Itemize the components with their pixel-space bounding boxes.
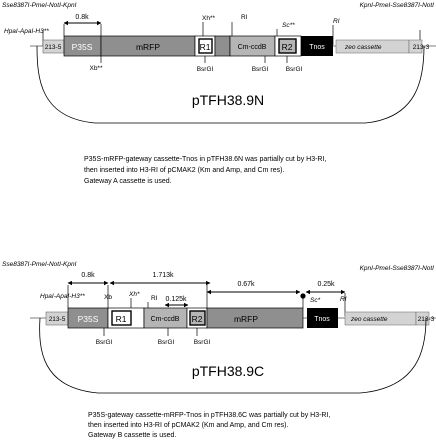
a-bsrgi-3: BsrGI: [286, 66, 303, 73]
b-dist-0-125k: 0.125k: [165, 296, 187, 303]
b-site-sc: Sc*: [310, 297, 321, 304]
a-seg-p35s-label: P35S: [72, 42, 93, 52]
b-seg-r1-label: R1: [116, 314, 127, 324]
b-site-xh: Xh*: [128, 291, 140, 298]
b-seg-p35s-label: P35S: [78, 314, 99, 324]
a-seg-213-5-label: 213-5: [45, 44, 62, 51]
a-plasmid-name: pTFH38.9N: [192, 92, 264, 108]
b-caption-line-2: then inserted into H3-RI of pCMAK2 (Km a…: [88, 422, 288, 429]
b-seg-mrfp: [206, 307, 304, 329]
construct-a-map: Sse8387I-PmeI-NotI-KpnI KpnI-PmeI-Sse838…: [2, 2, 436, 124]
a-bsrgi-2: BsrGI: [252, 66, 269, 73]
b-seg-mrfp-label: mRFP: [234, 314, 258, 324]
b-site-ri-right: RI: [340, 296, 347, 303]
b-plasmid-loop: [39, 317, 427, 394]
a-caption-line-1: P35S-mRFP-gateway cassette-Tnos in pTFH3…: [84, 156, 326, 163]
a-seg-r2-label: R2: [282, 42, 293, 52]
a-seg-gap: [214, 35, 231, 57]
a-seg-r1: [198, 38, 213, 54]
a-site-right-top: KpnI-PmeI-Sse8387I-NotI: [360, 2, 435, 9]
b-site-left-top: Sse8387I-PmeI-NotI-KpnI: [2, 261, 77, 268]
b-site-right-top: KpnI-PmeI-Sse8387I-NotI: [360, 265, 435, 272]
b-seg-zeo-label: zeo cassette: [350, 316, 388, 323]
construct-b-map: Sse8387I-PmeI-NotI-KpnI KpnI-PmeI-Sse838…: [2, 261, 436, 394]
a-bsrgi-1: BsrGI: [197, 66, 214, 73]
a-dist-0-8k: 0.8k: [75, 14, 89, 21]
b-bsrgi-2: BsrGI: [158, 339, 175, 346]
b-dist-0-25k: 0.25k: [317, 281, 335, 288]
a-site-left-top: Sse8387I-PmeI-NotI-KpnI: [2, 2, 77, 9]
b-seg-r2: [189, 310, 206, 326]
construct-b-caption: P35S-gateway cassette-mRFP-Tnos in pTFH3…: [88, 412, 330, 439]
a-seg-r1-label: R1: [200, 42, 211, 52]
b-seg-r1: [111, 310, 132, 326]
a-seg-tnos-label: Tnos: [309, 44, 325, 51]
a-site-xh: Xh**: [202, 15, 215, 22]
a-site-ri-right: RI: [333, 18, 340, 25]
b-site-left-mid: HpaI-ApaI-H3**: [40, 293, 85, 300]
a-site-sc: Sc**: [282, 22, 295, 29]
a-caption-line-3: Gateway A cassette is used.: [84, 178, 172, 185]
a-seg-cm-ccdb-label: Cm-ccdB: [238, 44, 267, 51]
a-seg-r2: [278, 38, 297, 54]
b-dist-1-713k: 1.713k: [152, 272, 174, 279]
a-site-left-mid: HpaI-ApaI-H3**: [4, 28, 49, 35]
b-site-ri-mid: RI: [151, 295, 158, 302]
b-bsrgi-3: BsrGI: [194, 339, 211, 346]
a-plasmid-loop: [36, 45, 425, 124]
b-seg-tnos-label: Tnos: [314, 316, 330, 323]
b-seg-tnos: [307, 308, 338, 328]
a-seg-mrfp-label: mRFP: [136, 42, 160, 52]
b-dist-0-67k: 0.67k: [237, 281, 255, 288]
b-seg-r2-label: R2: [192, 314, 203, 324]
a-seg-213-3-label: 213-3: [413, 44, 430, 51]
b-bsrgi-1: BsrGI: [96, 339, 113, 346]
construct-a-caption: P35S-mRFP-gateway cassette-Tnos in pTFH3…: [84, 156, 326, 185]
b-dist-0-8k: 0.8k: [81, 272, 95, 279]
b-seg-213-5-label: 213-5: [49, 316, 66, 323]
a-seg-213-3: [408, 39, 423, 54]
b-plasmid-name: pTFH38.9C: [192, 363, 264, 379]
a-site-ri-top: RI: [241, 14, 248, 21]
b-sc-marker: [300, 293, 306, 299]
b-caption-line-3: Gateway B cassette is used.: [88, 432, 176, 439]
a-site-xb: Xb**: [89, 65, 102, 72]
b-caption-line-1: P35S-gateway cassette-mRFP-Tnos in pTFH3…: [88, 412, 330, 419]
a-seg-tnos: [301, 36, 333, 56]
b-seg-cm-ccdb-label: Cm-ccdB: [151, 316, 180, 323]
a-caption-line-2: then inserted into H3-RI of pCMAK2 (Km a…: [84, 167, 284, 174]
a-seg-zeo-label: zeo cassette: [344, 44, 382, 51]
